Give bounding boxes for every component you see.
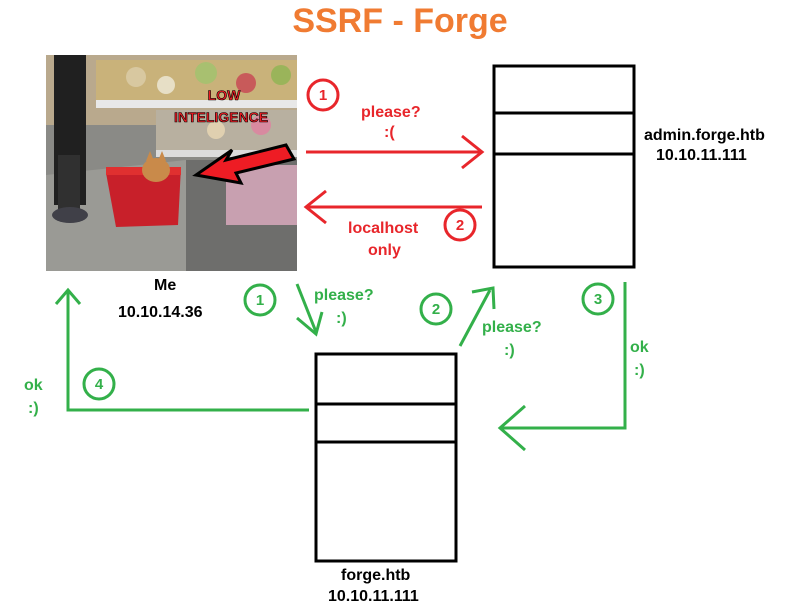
green-step-1-line1: please? [314, 287, 374, 304]
green-step-4-line1: ok [24, 377, 43, 394]
red-step-1-badge: 1 [306, 78, 340, 112]
svg-text:2: 2 [432, 301, 440, 318]
green-step-4-badge: 4 [82, 367, 116, 401]
me-photo: LOW INTELIGENCE [46, 55, 297, 271]
green-step-1-line2: :) [336, 310, 347, 327]
red-arrow-request [306, 134, 485, 170]
green-step-4-line2: :) [28, 400, 39, 417]
admin-host: admin.forge.htb [644, 127, 765, 144]
svg-text:2: 2 [456, 217, 464, 234]
diagram-title: SSRF - Forge [292, 2, 508, 40]
shop-photo-illustration: LOW INTELIGENCE [46, 55, 297, 271]
green-step-2-line1: please? [482, 319, 542, 336]
me-ip: 10.10.14.36 [118, 304, 203, 321]
red-step-1-line1: please? [361, 104, 421, 121]
admin-ip: 10.10.11.111 [656, 147, 747, 164]
red-step-1-line2: :( [384, 124, 395, 141]
red-step-2-line2: only [368, 242, 401, 259]
green-step-3-line2: :) [634, 362, 645, 379]
red-step-2-badge: 2 [443, 208, 477, 242]
green-step-3-badge: 3 [581, 282, 615, 316]
green-step-2-line2: :) [504, 342, 515, 359]
green-arrow-4 [54, 287, 309, 412]
forge-ip: 10.10.11.111 [328, 588, 419, 605]
forge-host: forge.htb [341, 567, 411, 584]
svg-text:4: 4 [95, 376, 104, 393]
admin-server-box [492, 64, 636, 269]
photo-caption-line1: LOW [208, 87, 241, 103]
me-label: Me [154, 277, 177, 294]
svg-text:1: 1 [319, 87, 327, 104]
svg-text:3: 3 [594, 291, 602, 308]
forge-server-box [314, 352, 458, 563]
photo-caption-line2: INTELIGENCE [174, 109, 268, 125]
green-arrow-1 [295, 283, 324, 337]
svg-text:1: 1 [256, 292, 264, 309]
red-arrow-response [303, 189, 482, 225]
green-arrow-3 [497, 282, 627, 452]
green-step-1-badge: 1 [243, 283, 277, 317]
red-step-2-line1: localhost [348, 220, 419, 237]
green-arrow-2 [458, 286, 496, 347]
green-step-3-line1: ok [630, 339, 649, 356]
green-step-2-badge: 2 [419, 292, 453, 326]
